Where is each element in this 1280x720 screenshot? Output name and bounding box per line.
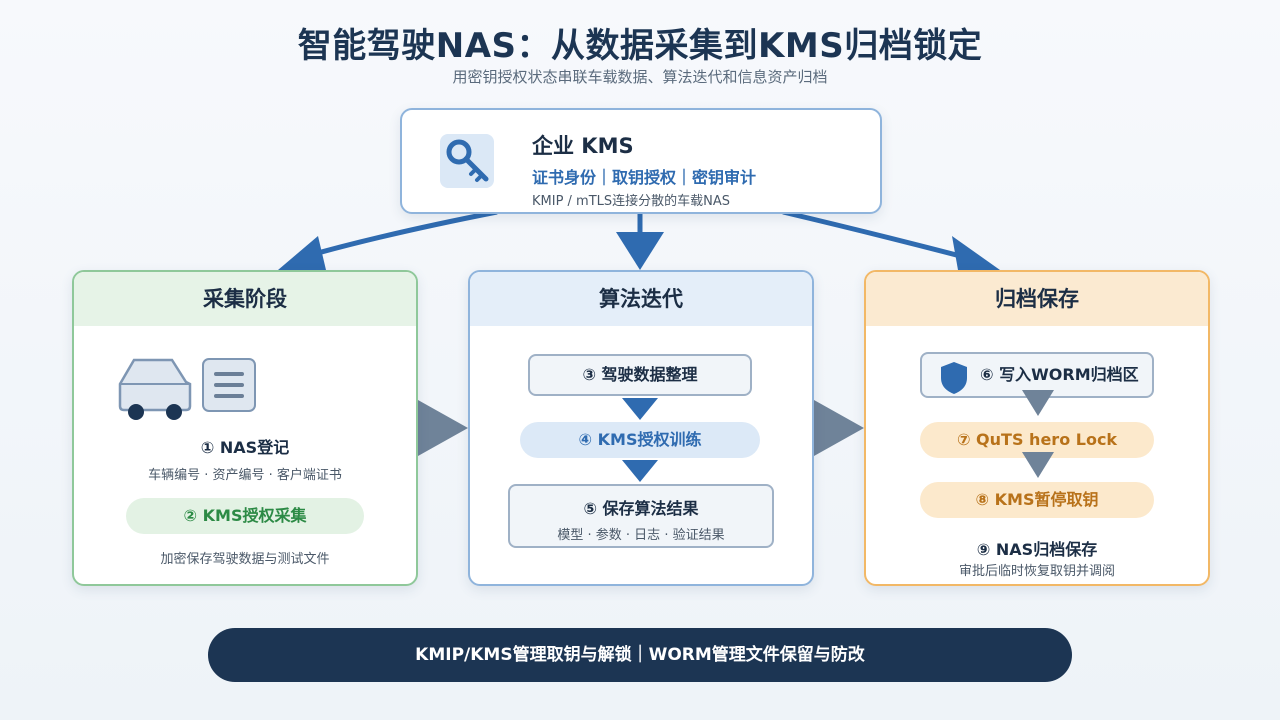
page-title: 智能驾驶NAS：从数据采集到KMS归档锁定 [297, 26, 983, 66]
kms-to-archive-arrowhead [952, 236, 1000, 270]
algo-to-archive-arrowhead [814, 400, 864, 456]
step4-to-step5-arrow [622, 460, 658, 482]
page-subtitle: 用密钥授权状态串联车载数据、算法迭代和信息资产归档 [452, 68, 828, 86]
kms-capabilities: 证书身份｜取钥授权｜密钥审计 [532, 168, 757, 187]
key-icon [440, 134, 494, 188]
step1-detail: 车辆编号 · 资产编号 · 客户端证书 [148, 468, 342, 483]
kms-to-collect-line [299, 209, 498, 261]
step5-title: ⑤ 保存算法结果 [583, 499, 699, 518]
step9-detail: 审批后临时恢复取钥并调阅 [958, 564, 1115, 579]
step3-label: ③ 驾驶数据整理 [582, 365, 698, 384]
step2-pill: ② KMS授权采集 [126, 498, 364, 534]
archive-stage-panel: 归档保存 ⑥ 写入WORM归档区 ⑦ QuTS hero Lock ⑧ KMS暂… [864, 270, 1210, 586]
archive-stage-title: 归档保存 [866, 272, 1208, 326]
collect-note: 加密保存驾驶数据与测试文件 [160, 552, 330, 567]
algo-stage-panel: 算法迭代 ③ 驾驶数据整理 ④ KMS授权训练 ⑤ 保存算法结果 模型 · 参数… [468, 270, 814, 586]
footer-banner: KMIP/KMS管理取钥与解锁｜WORM管理文件保留与防改 [208, 628, 1072, 682]
step5-detail: 模型 · 参数 · 日志 · 验证结果 [557, 528, 725, 543]
document-icon [202, 358, 256, 412]
shield-icon [941, 362, 967, 394]
step3-to-step4-arrow [622, 398, 658, 420]
kms-title: 企业 KMS [532, 134, 634, 158]
collect-to-algo-arrowhead [418, 400, 468, 456]
kms-to-collect-arrowhead [278, 236, 326, 270]
kms-to-algo-arrowhead [616, 232, 664, 270]
car-icon [118, 358, 192, 420]
kms-connection-note: KMIP / mTLS连接分散的车载NAS [532, 194, 731, 209]
step5-box: ⑤ 保存算法结果 模型 · 参数 · 日志 · 验证结果 [508, 484, 774, 548]
step7-to-step8-arrow [1022, 452, 1054, 478]
kms-to-archive-line [782, 209, 969, 261]
collect-stage-panel: 采集阶段 ① NAS登记 车辆编号 · 资产编号 · 客户端证书 ② KMS授权… [72, 270, 418, 586]
step1-title: ① NAS登记 [200, 438, 290, 457]
collect-stage-title: 采集阶段 [74, 272, 416, 326]
step8-pill: ⑧ KMS暂停取钥 [920, 482, 1154, 518]
step6-label: ⑥ 写入WORM归档区 [980, 365, 1139, 384]
step4-pill: ④ KMS授权训练 [520, 422, 760, 458]
kms-node: 企业 KMS 证书身份｜取钥授权｜密钥审计 KMIP / mTLS连接分散的车载… [400, 108, 882, 214]
step6-to-step7-arrow [1022, 390, 1054, 416]
step3-box: ③ 驾驶数据整理 [528, 354, 752, 396]
step9-title: ⑨ NAS归档保存 [976, 540, 1098, 559]
algo-stage-title: 算法迭代 [470, 272, 812, 326]
